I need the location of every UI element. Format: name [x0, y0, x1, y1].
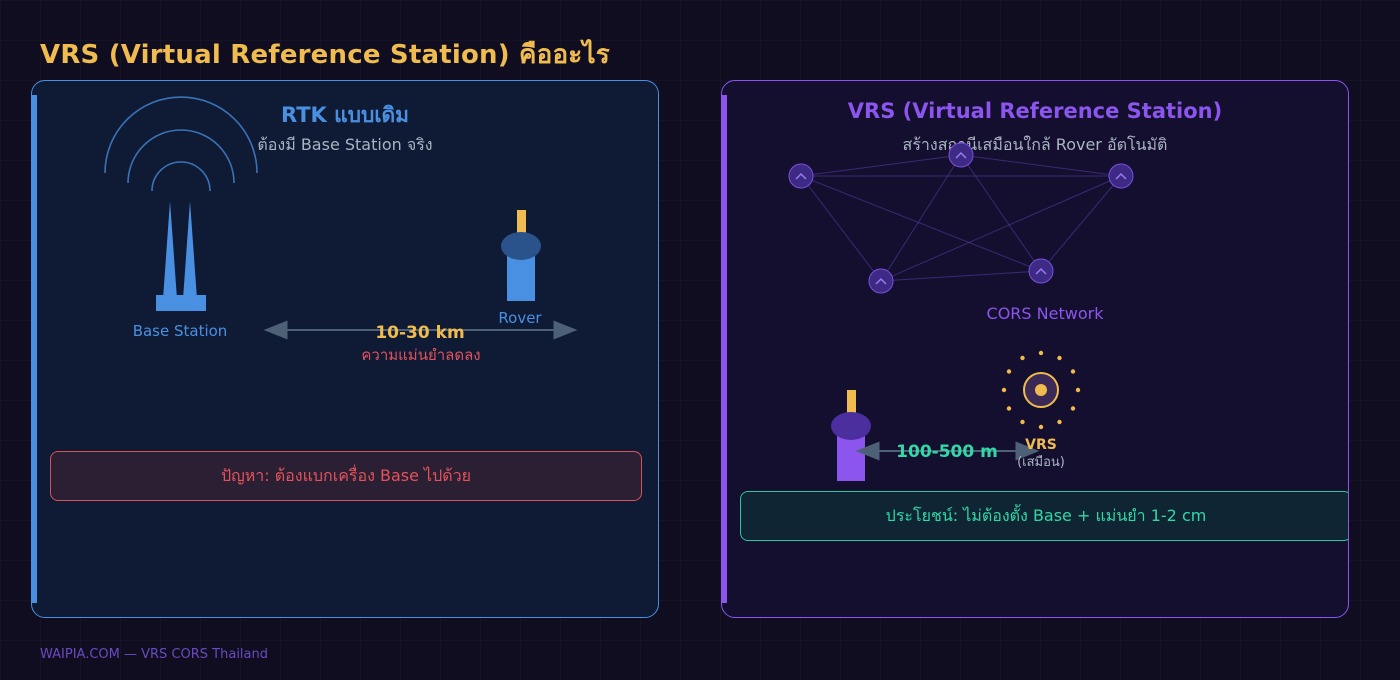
cors-network-links — [800, 154, 1122, 282]
rtk-distance-label: 10-30 km — [375, 323, 464, 343]
cors-station-icon — [1028, 258, 1054, 284]
base-station-label: Base Station — [133, 322, 228, 340]
rtk-accuracy-note: ความแม่นยำลดลง — [361, 346, 480, 364]
vrs-diagram: CORS Network 100-500 m VRS (เสมือน) — [788, 142, 1134, 481]
cors-station-icon — [868, 268, 894, 294]
cors-station-icon — [788, 163, 814, 189]
vrs-signal-dot — [1070, 406, 1076, 411]
base-station-tower-icon — [156, 201, 206, 311]
vrs-signal-dot — [1006, 406, 1012, 411]
vrs-signal-dot — [1057, 355, 1062, 361]
vrs-accent-bar — [722, 95, 727, 603]
rover-receiver-icon — [831, 390, 871, 481]
vrs-signal-dot — [1038, 424, 1044, 430]
virtual-station-icon — [1001, 350, 1081, 430]
vrs-signal-dot — [1070, 369, 1076, 374]
vrs-signal-dot — [1020, 419, 1025, 425]
rover-receiver-icon — [501, 210, 541, 301]
rtk-panel: RTK แบบเดิม ต้องมี Base Station จริง Bas… — [31, 80, 659, 618]
vrs-signal-dot — [1057, 419, 1062, 425]
rtk-panel-subtitle: ต้องมี Base Station จริง — [257, 135, 433, 154]
vrs-signal-dot — [1006, 369, 1012, 374]
cors-station-icon — [1108, 163, 1134, 189]
rover-label: Rover — [498, 309, 542, 327]
radio-wave-icon — [104, 96, 258, 192]
vrs-panel: VRS (Virtual Reference Station) สร้างสถา… — [721, 80, 1349, 618]
footer-credit: WAIPIA.COM — VRS CORS Thailand — [40, 647, 268, 662]
benefit-box: ประโยชน์: ไม่ต้องตั้ง Base + แม่นยำ 1-2 … — [740, 491, 1348, 541]
vrs-signal-dot — [1038, 350, 1044, 356]
page-title: VRS (Virtual Reference Station) คืออะไร — [40, 40, 610, 70]
rtk-diagram: Base Station Rover 10-30 km ความแม่นยำลด… — [104, 96, 578, 364]
rtk-panel-title: RTK แบบเดิม — [281, 103, 409, 127]
vrs-signal-dot — [1075, 387, 1081, 393]
cors-station-icon — [948, 142, 974, 168]
cors-network-label: CORS Network — [987, 304, 1105, 323]
problem-box: ปัญหา: ต้องแบกเครื่อง Base ไปด้วย — [50, 451, 642, 501]
rtk-accent-bar — [32, 95, 37, 603]
vrs-signal-dot — [1020, 355, 1025, 361]
vrs-sublabel: (เสมือน) — [1017, 454, 1065, 470]
vrs-label: VRS — [1025, 437, 1057, 453]
vrs-distance-label: 100-500 m — [896, 442, 998, 462]
vrs-signal-dot — [1001, 387, 1007, 393]
vrs-panel-title: VRS (Virtual Reference Station) — [847, 99, 1223, 123]
